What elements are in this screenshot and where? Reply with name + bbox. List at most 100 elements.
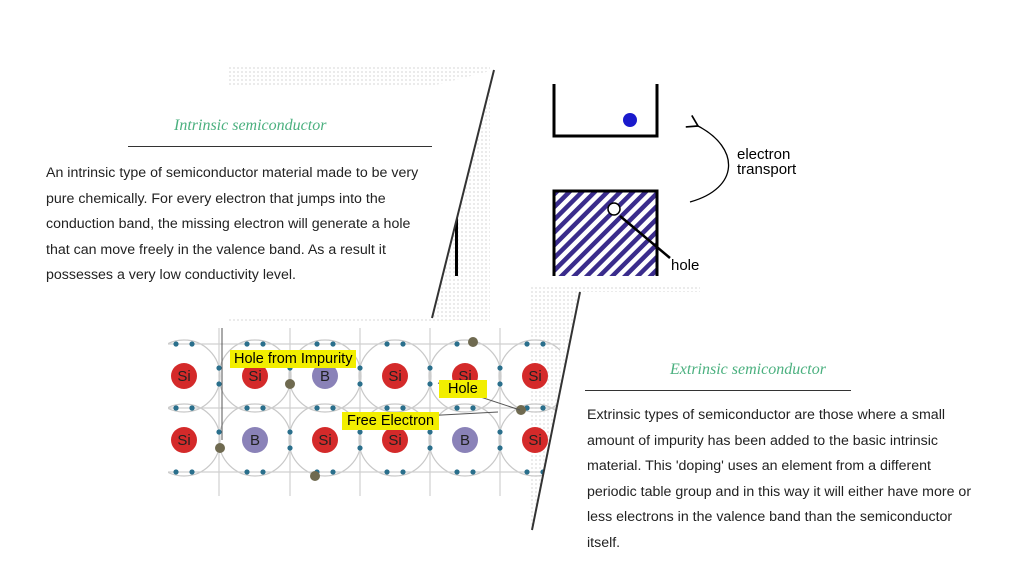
valence-band	[552, 189, 659, 276]
hole-marker	[215, 443, 225, 453]
bond-electron	[287, 445, 293, 451]
atom-symbol: Si	[388, 368, 401, 385]
transport-arrow	[685, 114, 730, 203]
silicon-atom	[171, 363, 197, 389]
bond-electron	[524, 469, 530, 475]
lattice-ring	[168, 339, 221, 413]
bond-electron	[216, 429, 222, 435]
label-hole: Hole	[439, 380, 487, 398]
label-free-electron: Free Electron	[342, 412, 440, 430]
bond-electron	[524, 341, 530, 347]
bond-electron	[314, 405, 320, 411]
transport-label-2: transport	[737, 161, 797, 178]
extrinsic-title: Extrinsic semiconductor	[670, 361, 826, 378]
bond-electron	[454, 341, 460, 347]
label-hole-from-impurity: Hole from Impurity	[230, 350, 357, 368]
extrinsic-panel-edge	[531, 291, 581, 531]
atom-symbol: Si	[528, 368, 541, 385]
bond-electron	[400, 341, 406, 347]
bond-electron	[427, 365, 433, 371]
bond-electron	[244, 341, 250, 347]
intrinsic-panel-bg	[0, 70, 494, 318]
bond-electron	[330, 405, 336, 411]
image-edge-fragment	[455, 198, 458, 276]
bond-electron	[497, 445, 503, 451]
bond-electron	[470, 405, 476, 411]
bond-electron	[357, 381, 363, 387]
silicon-atom	[522, 363, 548, 389]
silicon-atom	[522, 427, 548, 453]
boron-atom	[452, 427, 478, 453]
bond-electron	[357, 365, 363, 371]
bond-electron	[497, 365, 503, 371]
lattice-ring	[168, 403, 221, 477]
atom-symbol: Si	[177, 432, 190, 449]
electron-dot	[623, 113, 637, 127]
intrinsic-title: Intrinsic semiconductor	[174, 117, 327, 134]
silicon-atom	[382, 427, 408, 453]
atom-symbol: B	[320, 368, 330, 385]
bond-electron	[384, 469, 390, 475]
atom-symbol: Si	[528, 432, 541, 449]
hole-marker	[468, 337, 478, 347]
bond-electron	[400, 405, 406, 411]
bond-electron	[216, 365, 222, 371]
atom-symbol: Si	[177, 368, 190, 385]
silicon-atom	[382, 363, 408, 389]
bond-electron	[470, 469, 476, 475]
bond-electron	[454, 469, 460, 475]
bond-electron	[497, 429, 503, 435]
lattice-ring	[288, 403, 362, 477]
silicon-atom	[312, 427, 338, 453]
hole-label: hole	[671, 257, 699, 274]
hole-marker	[285, 379, 295, 389]
hole-circle	[607, 202, 621, 216]
bond-electron	[260, 341, 266, 347]
bond-electron	[427, 429, 433, 435]
bond-electron	[173, 469, 179, 475]
bond-electron	[173, 405, 179, 411]
lattice-ring	[288, 339, 362, 413]
boron-atom	[242, 427, 268, 453]
hole-marker	[516, 405, 526, 415]
intrinsic-panel-edge	[431, 69, 495, 319]
bond-electron	[330, 469, 336, 475]
atom-symbol: Si	[388, 432, 401, 449]
bond-electron	[260, 469, 266, 475]
bond-electron	[244, 405, 250, 411]
atom-symbol: Si	[318, 432, 331, 449]
lattice-ring	[428, 339, 502, 413]
hole-marker	[310, 471, 320, 481]
bond-electron	[384, 341, 390, 347]
hole-pointer	[619, 215, 671, 259]
bond-electron	[357, 429, 363, 435]
lattice-ring	[498, 339, 560, 413]
lattice-ring	[358, 403, 432, 477]
bond-electron	[384, 405, 390, 411]
silicon-atom	[171, 427, 197, 453]
transport-label-1: electron	[737, 146, 790, 163]
bond-electron	[427, 445, 433, 451]
extrinsic-panel-bg	[532, 292, 1024, 576]
intrinsic-body: An intrinsic type of semiconductor mater…	[46, 165, 419, 283]
silicon-atom	[242, 363, 268, 389]
bond-electron	[427, 381, 433, 387]
bond-electron	[216, 381, 222, 387]
bond-electron	[189, 341, 195, 347]
bond-electron	[497, 381, 503, 387]
bond-electron	[244, 469, 250, 475]
atom-symbol: B	[250, 432, 260, 449]
bond-electron	[287, 429, 293, 435]
bond-electron	[540, 405, 546, 411]
lattice-ring	[498, 403, 560, 477]
band-diagram: electron transport hole	[552, 84, 797, 276]
bond-electron	[189, 469, 195, 475]
bond-electron	[330, 341, 336, 347]
atom-symbol: Si	[248, 368, 261, 385]
extrinsic-title-rule	[585, 390, 851, 391]
extrinsic-body: Extrinsic types of semiconductor are tho…	[587, 407, 972, 551]
bond-electron	[454, 405, 460, 411]
bond-electron	[260, 405, 266, 411]
bond-electron	[314, 341, 320, 347]
